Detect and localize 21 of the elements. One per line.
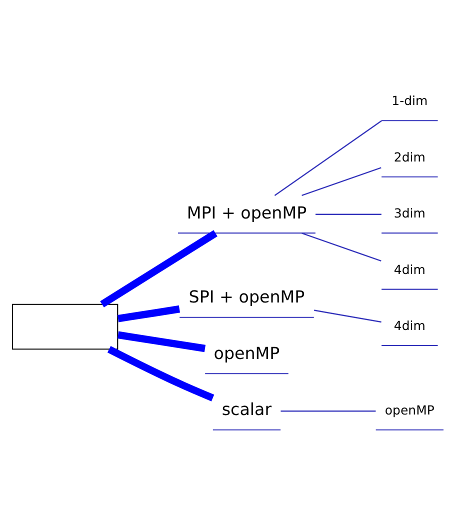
connector xyxy=(107,346,214,401)
connector xyxy=(117,304,180,322)
node-text: 4dim xyxy=(394,261,426,276)
connector xyxy=(100,230,218,307)
connector xyxy=(117,330,206,352)
node-text: MPI + openMP xyxy=(186,202,307,222)
connector xyxy=(280,410,376,412)
connector xyxy=(274,120,382,196)
connector xyxy=(302,166,382,196)
connector xyxy=(314,309,382,322)
node-text: openMP xyxy=(214,343,280,362)
node-box xyxy=(12,303,118,350)
node-text: 3dim xyxy=(394,205,426,220)
node-text: SPI + openMP xyxy=(188,287,305,306)
connector xyxy=(316,213,382,214)
node-text: openMP xyxy=(384,402,434,417)
node-text: 2dim xyxy=(394,148,426,164)
node-text: 1-dim xyxy=(392,92,428,108)
connector xyxy=(302,232,382,262)
node-text: 4dim xyxy=(394,318,426,332)
node-text: scalar xyxy=(222,400,272,419)
